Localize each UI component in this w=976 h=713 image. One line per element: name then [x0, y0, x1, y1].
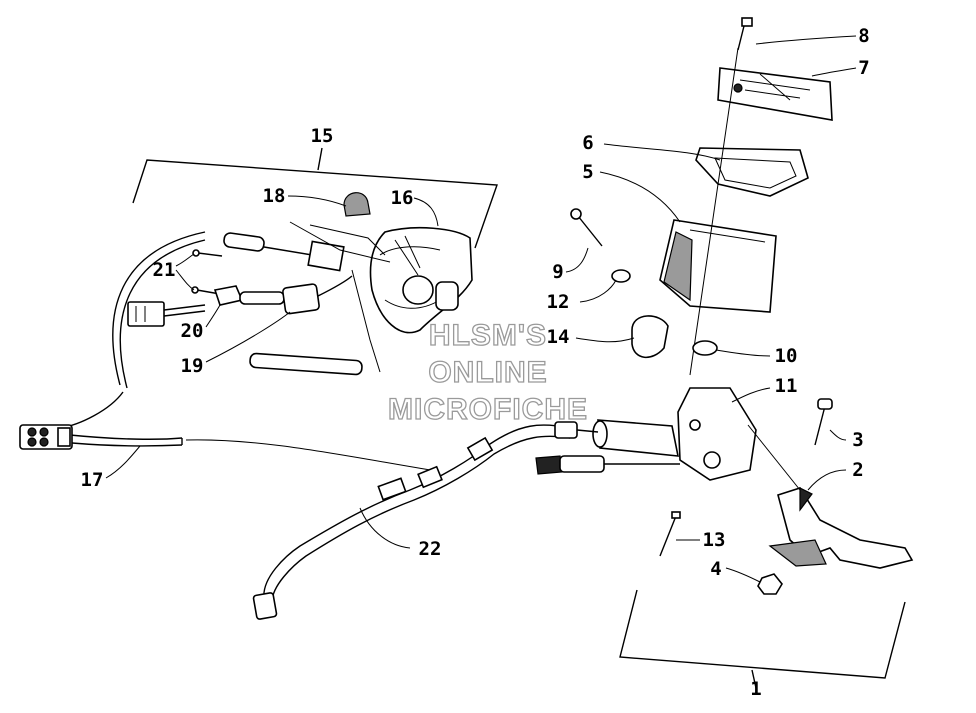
- watermark-line-1: HLSM'S: [429, 319, 547, 352]
- callout-13: 13: [703, 529, 726, 551]
- master-cylinder-assembly: [570, 17, 833, 481]
- assembly-bracket-15: [132, 147, 498, 249]
- callout-4: 4: [710, 558, 721, 580]
- callout-11: 11: [775, 375, 798, 397]
- callout-21: 21: [153, 259, 176, 281]
- callout-16: 16: [391, 187, 414, 209]
- callout-5: 5: [582, 161, 593, 183]
- watermark-line-3: MICROFICHE: [388, 393, 588, 426]
- watermark-line-2: ONLINE: [428, 356, 547, 389]
- callout-20: 20: [181, 320, 204, 342]
- watermark: HLSM'S ONLINE MICROFICHE: [387, 318, 588, 426]
- callout-9: 9: [552, 261, 563, 283]
- leader-lines: [105, 35, 857, 583]
- callout-18: 18: [263, 185, 286, 207]
- callout-8: 8: [858, 25, 869, 47]
- screw-13: [659, 511, 681, 557]
- brake-hose: [252, 421, 680, 620]
- brake-lever-assembly: [747, 398, 914, 595]
- callout-3: 3: [852, 429, 863, 451]
- callout-15: 15: [311, 125, 334, 147]
- callout-7: 7: [858, 57, 869, 79]
- assembly-bracket-1: [619, 589, 906, 689]
- callout-12: 12: [547, 291, 570, 313]
- callout-14: 14: [547, 326, 570, 348]
- callout-labels: 1 2 3 4 5 6 7 8 9 10 11 12 13 14 15 16 1…: [81, 25, 870, 700]
- callout-10: 10: [775, 345, 798, 367]
- callout-19: 19: [181, 355, 204, 377]
- callout-22: 22: [419, 538, 442, 560]
- wiring-harness: [19, 231, 431, 471]
- callout-6: 6: [582, 132, 593, 154]
- switch-components: [127, 192, 473, 376]
- callout-17: 17: [81, 469, 104, 491]
- callout-2: 2: [852, 459, 863, 481]
- callout-1: 1: [750, 678, 761, 700]
